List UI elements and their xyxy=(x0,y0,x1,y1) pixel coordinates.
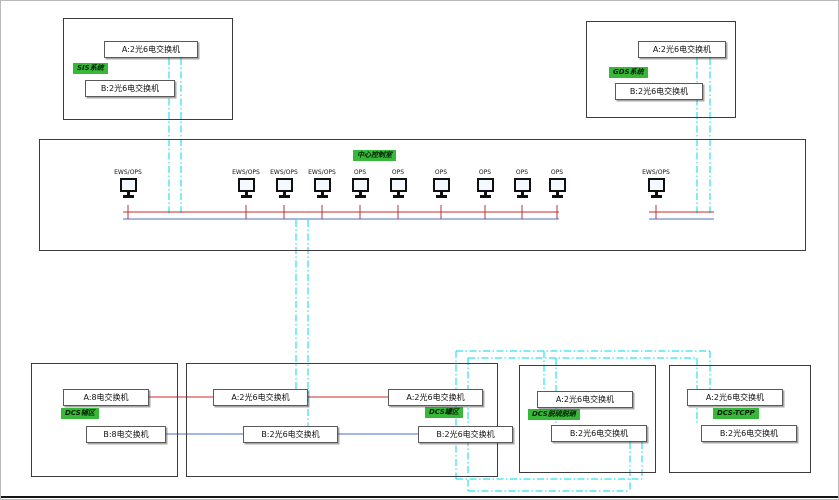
workstation-base xyxy=(516,195,528,198)
gds-system-label: GDS系统 xyxy=(609,67,648,78)
workstation-stand xyxy=(555,192,559,195)
gds-switch-a: A:2光6电交换机 xyxy=(638,41,726,58)
zone-box-dcs-aux xyxy=(31,363,178,477)
zone1-switch-a: A:8电交换机 xyxy=(63,389,149,406)
zone4-switch-b: B:2光6电交换机 xyxy=(701,425,797,442)
workstation: OPS xyxy=(500,169,544,198)
workstation-stand xyxy=(126,192,130,195)
gds-system-box xyxy=(586,21,736,118)
workstation-base xyxy=(650,195,662,198)
workstation-monitor-icon xyxy=(237,178,255,192)
workstation-label: EWS/OPS xyxy=(232,169,260,176)
workstation-base xyxy=(316,195,328,198)
workstation: EWS/OPS xyxy=(634,169,678,198)
workstation-stand xyxy=(520,192,524,195)
sis-switch-a: A:2光6电交换机 xyxy=(104,41,198,58)
workstation: OPS xyxy=(338,169,382,198)
sis-system-label: SIS系统 xyxy=(73,63,108,74)
workstation-stand xyxy=(358,192,362,195)
workstation-stand xyxy=(396,192,400,195)
zone-label-dcs-tcpp: DCS-TCPP xyxy=(713,408,759,419)
workstation-monitor-icon xyxy=(647,178,665,192)
control-room-label: 中心控制室 xyxy=(353,150,396,161)
workstation-monitor-icon xyxy=(548,178,566,192)
workstation-stand xyxy=(282,192,286,195)
workstation-label: EWS/OPS xyxy=(114,169,142,176)
workstation-base xyxy=(122,195,134,198)
zone2-switch-b2: B:2光6电交换机 xyxy=(418,426,513,443)
workstation-stand xyxy=(244,192,248,195)
workstation-monitor-icon xyxy=(513,178,531,192)
workstation-monitor-icon xyxy=(476,178,494,192)
sis-system-box xyxy=(63,18,233,120)
zone2-switch-b1: B:2光6电交换机 xyxy=(243,426,338,443)
workstation: EWS/OPS xyxy=(262,169,306,198)
zone2-switch-a1: A:2光6电交换机 xyxy=(213,389,308,406)
zone4-switch-a: A:2光6电交换机 xyxy=(687,389,783,406)
zone-box-dcs-desulf xyxy=(519,365,656,473)
workstation-label: OPS xyxy=(434,169,448,176)
workstation-monitor-icon xyxy=(313,178,331,192)
workstation: EWS/OPS xyxy=(224,169,268,198)
workstation-base xyxy=(392,195,404,198)
workstation-stand xyxy=(320,192,324,195)
workstation-monitor-icon xyxy=(275,178,293,192)
zone-label-dcs-aux: DCS辅区 xyxy=(61,408,99,419)
zone3-switch-b: B:2光6电交换机 xyxy=(551,425,647,442)
workstation-monitor-icon xyxy=(119,178,137,192)
workstation-label: OPS xyxy=(550,169,564,176)
workstation-label: EWS/OPS xyxy=(642,169,670,176)
workstation-label: OPS xyxy=(515,169,529,176)
workstation-monitor-icon xyxy=(432,178,450,192)
workstation-monitor-icon xyxy=(389,178,407,192)
control-room-box xyxy=(39,139,806,251)
zone1-switch-b: B:8电交换机 xyxy=(86,426,166,443)
workstation-base xyxy=(354,195,366,198)
workstation-label: OPS xyxy=(391,169,405,176)
workstation-stand xyxy=(439,192,443,195)
workstation: EWS/OPS xyxy=(106,169,150,198)
workstation-label: EWS/OPS xyxy=(270,169,298,176)
zone3-switch-a: A:2光6电交换机 xyxy=(537,391,633,408)
workstation: OPS xyxy=(463,169,507,198)
workstation-label: EWS/OPS xyxy=(308,169,336,176)
sis-switch-b: B:2光6电交换机 xyxy=(85,80,175,97)
workstation: EWS/OPS xyxy=(300,169,344,198)
bottom-border-line xyxy=(1,496,838,498)
workstation-label: OPS xyxy=(478,169,492,176)
zone-label-dcs-desulf: DCS脱硫脱硝 xyxy=(528,409,580,420)
workstation-base xyxy=(479,195,491,198)
gds-switch-b: B:2光6电交换机 xyxy=(615,83,703,100)
workstation: OPS xyxy=(419,169,463,198)
workstation-monitor-icon xyxy=(351,178,369,192)
workstation-base xyxy=(278,195,290,198)
workstation-base xyxy=(240,195,252,198)
workstation-label: OPS xyxy=(353,169,367,176)
workstation-stand xyxy=(654,192,658,195)
zone-box-dcs-tank xyxy=(186,363,498,477)
workstation-base xyxy=(551,195,563,198)
zone-label-dcs-tank: DCS罐区 xyxy=(425,407,463,418)
workstation-base xyxy=(435,195,447,198)
zone-box-dcs-tcpp xyxy=(669,365,811,473)
workstation: OPS xyxy=(535,169,579,198)
workstation: OPS xyxy=(376,169,420,198)
zone2-switch-a2: A:2光6电交换机 xyxy=(388,389,483,406)
workstation-stand xyxy=(483,192,487,195)
